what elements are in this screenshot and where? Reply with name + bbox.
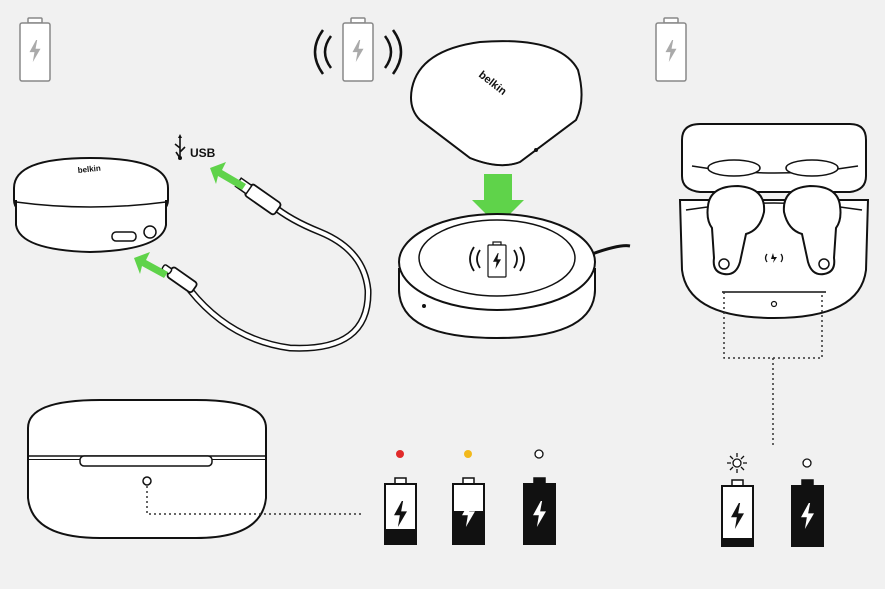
usb-label: USB (190, 146, 216, 160)
wireless-charging-panel: belkin (398, 40, 631, 340)
wireless-charging-pad (398, 213, 631, 340)
amber-led-icon (464, 450, 472, 458)
off-led-icon (534, 449, 544, 459)
battery-charging-icon (655, 17, 687, 82)
dotted-leader-line (723, 292, 823, 448)
battery-charging-icon (487, 241, 507, 278)
earbuds-case-closed: belkin (13, 156, 169, 254)
battery-medium-icon (452, 477, 485, 545)
case-led-indicator (142, 476, 152, 486)
wireless-signal-icon (313, 17, 403, 82)
battery-charging-icon (342, 17, 374, 82)
wireless-signal-icon (469, 241, 525, 278)
pairing-icon (764, 253, 784, 263)
usb-cable (187, 202, 372, 352)
open-case-panel (678, 123, 870, 448)
case-front-view (27, 399, 364, 539)
brand-logo: belkin (77, 164, 101, 175)
arrow-icon (134, 252, 168, 278)
usb-symbol-icon (174, 134, 186, 160)
earbud-battery-levels (721, 453, 824, 547)
battery-full-icon (791, 479, 824, 547)
earbud-left (706, 184, 766, 276)
led-blink-icon (727, 453, 747, 473)
case-battery-levels (384, 449, 556, 545)
arrow-icon (472, 174, 524, 226)
usb-charging-panel: USB belkin (13, 134, 372, 352)
battery-low-icon (721, 479, 754, 547)
earbuds-case-closed: belkin (410, 40, 583, 167)
red-led-icon (396, 450, 404, 458)
arrow-icon (210, 162, 246, 190)
battery-full-icon (523, 477, 556, 545)
usb-c-connector (161, 264, 198, 294)
battery-charging-icon (19, 17, 51, 82)
off-led-icon (802, 458, 812, 468)
battery-low-icon (384, 477, 417, 545)
earbud-right (782, 184, 842, 276)
